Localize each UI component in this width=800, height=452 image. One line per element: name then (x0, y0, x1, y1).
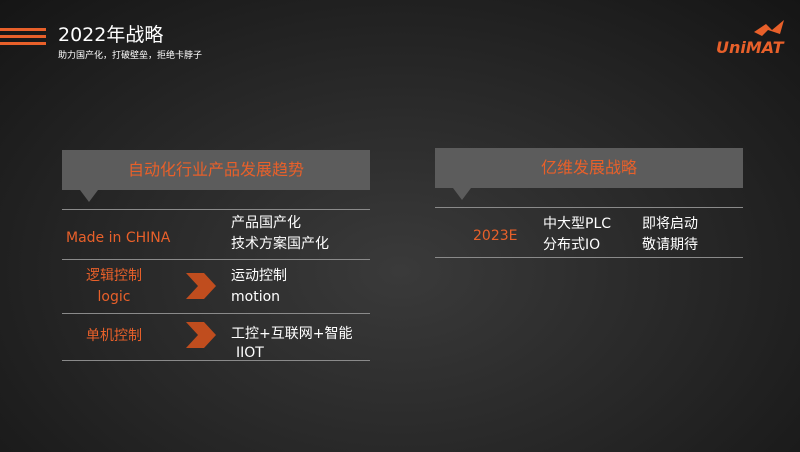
logo-text: UniMAT (716, 38, 784, 57)
row1-right-line2: 技术方案国产化 (231, 236, 329, 252)
chevron-arrow-icon (186, 322, 216, 348)
row2-left-line2: logic (97, 289, 131, 305)
product-line2: 分布式IO (543, 237, 601, 253)
chevron-arrow-icon (186, 273, 216, 299)
row3-left: 单机控制 (86, 328, 142, 344)
year-label: 2023E (473, 228, 518, 244)
right-panel-heading-text: 亿维发展战略 (540, 158, 637, 177)
row1-left: Made in CHINA (66, 230, 171, 246)
right-panel-heading: 亿维发展战略 (435, 148, 743, 200)
row3-right-line2: IIOT (236, 345, 264, 361)
product-line1: 中大型PLC (543, 216, 612, 232)
page-subtitle: 助力国产化，打破壁垒，拒绝卡脖子 (58, 51, 203, 61)
heading-tail (453, 188, 471, 200)
heading-tail (80, 190, 98, 202)
divider (62, 259, 370, 260)
row1-right-line1: 产品国产化 (231, 215, 301, 231)
divider (62, 360, 370, 361)
menu-stripes-icon (0, 28, 46, 49)
left-panel-heading: 自动化行业产品发展趋势 (62, 150, 370, 202)
divider (435, 207, 743, 208)
unimat-logo-icon (754, 20, 784, 36)
row2-right-line2: motion (231, 289, 281, 305)
divider (435, 257, 743, 258)
row3-right-line1: 工控+互联网+智能 (231, 326, 353, 342)
divider (62, 313, 370, 314)
divider (62, 209, 370, 210)
status-line1: 即将启动 (642, 216, 698, 232)
page-title: 2022年战略 (58, 24, 164, 46)
status-line2: 敬请期待 (642, 237, 698, 253)
left-panel-heading-text: 自动化行业产品发展趋势 (127, 160, 304, 179)
row2-left-line1: 逻辑控制 (86, 268, 142, 284)
row2-right-line1: 运动控制 (231, 268, 287, 284)
